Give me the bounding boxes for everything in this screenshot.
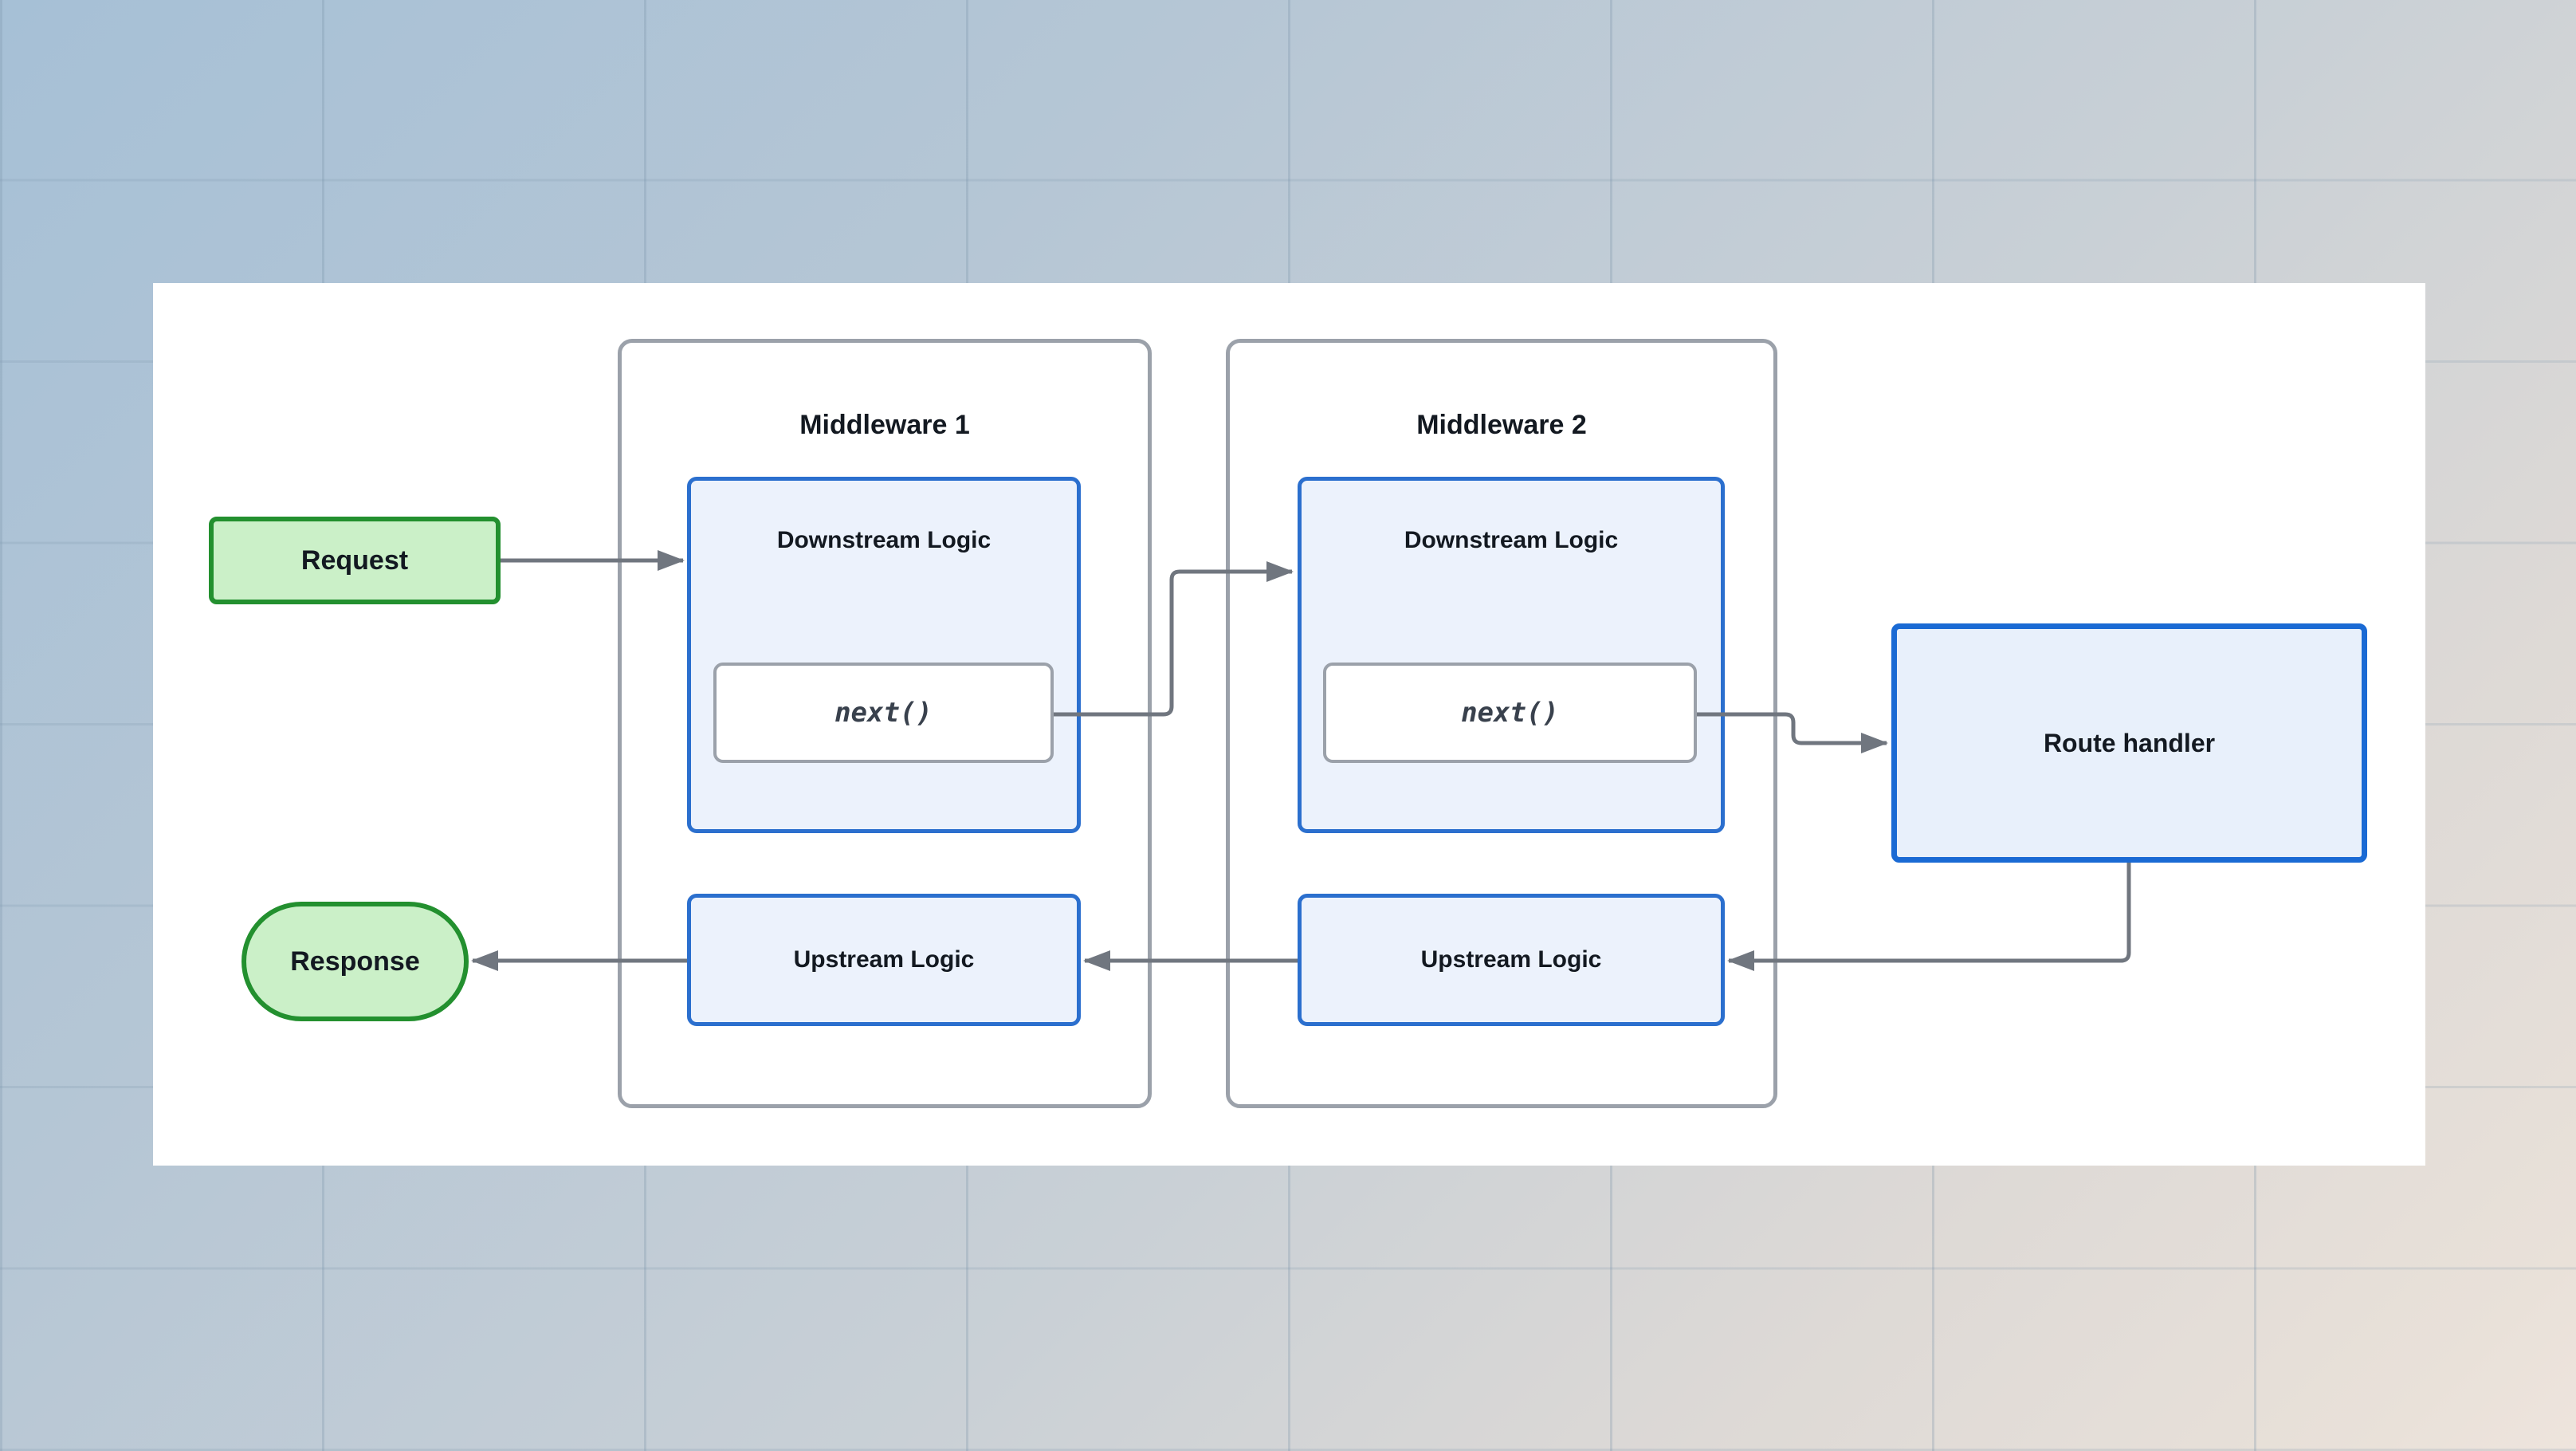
middleware1-downstream-node: Downstream Logic <box>687 477 1081 833</box>
middleware1-next-label: next() <box>834 697 933 729</box>
middleware2-title: Middleware 2 <box>1416 410 1587 440</box>
route-handler-node: Route handler <box>1891 623 2367 863</box>
diagram-canvas: Request Response Middleware 1 Middleware… <box>153 283 2425 1166</box>
middleware1-downstream-label: Downstream Logic <box>776 527 992 553</box>
middleware2-downstream-node: Downstream Logic <box>1298 477 1725 833</box>
middleware1-container: Middleware 1 <box>618 339 1152 1108</box>
response-label: Response <box>290 946 420 977</box>
request-node: Request <box>209 517 501 604</box>
edge-route-handler-to-mw2-upstream <box>1727 863 2131 971</box>
middleware2-downstream-label: Downstream Logic <box>1404 527 1619 553</box>
middleware1-next-node: next() <box>713 663 1054 763</box>
middleware1-upstream-node: Upstream Logic <box>687 894 1081 1026</box>
middleware1-upstream-label: Upstream Logic <box>793 946 975 973</box>
route-handler-label: Route handler <box>2043 728 2216 757</box>
middleware1-title: Middleware 1 <box>799 410 970 440</box>
response-node: Response <box>242 902 469 1021</box>
middleware2-next-label: next() <box>1461 697 1559 729</box>
middleware2-upstream-label: Upstream Logic <box>1420 946 1602 973</box>
request-label: Request <box>300 545 409 576</box>
middleware2-next-node: next() <box>1323 663 1697 763</box>
middleware2-upstream-node: Upstream Logic <box>1298 894 1725 1026</box>
